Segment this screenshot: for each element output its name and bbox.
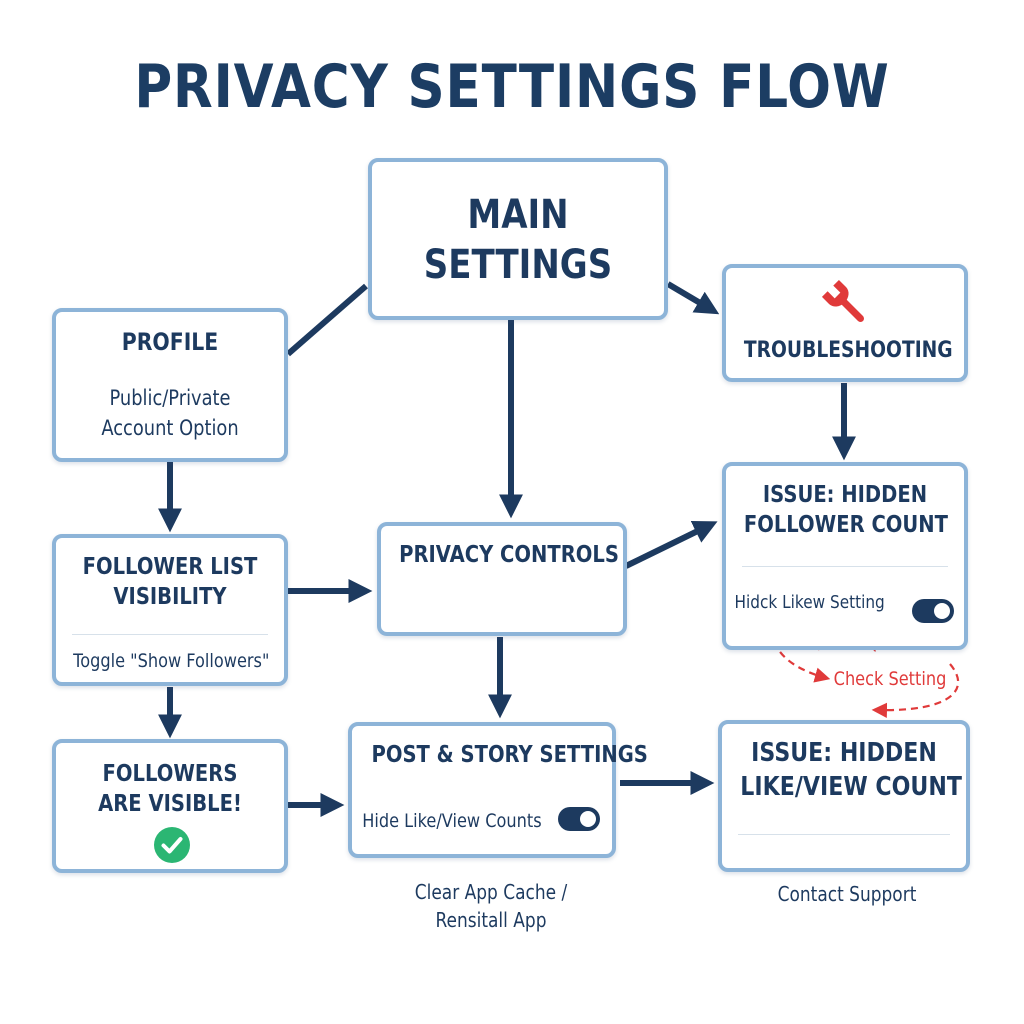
hidden-likes-setting-label: Hidck Likew Setting xyxy=(734,592,885,613)
node-issue-hidden-follower-count[interactable]: ISSUE: HIDDEN FOLLOWER COUNT Hidck Likew… xyxy=(722,462,968,650)
node-issue-hidden-like-view-count[interactable]: ISSUE: HIDDEN LIKE/VIEW COUNT xyxy=(718,720,970,872)
node-main-settings[interactable]: MAIN SETTINGS xyxy=(368,158,668,320)
profile-line2: Account Option xyxy=(101,416,239,440)
issue-like-divider xyxy=(738,834,950,835)
profile-line1: Public/Private xyxy=(109,386,231,410)
arrow-main-to-troubleshooting xyxy=(666,281,720,315)
followers-visible-line2: ARE VISIBLE! xyxy=(98,791,242,817)
arrow-privacy-controls-to-issue xyxy=(624,521,718,569)
toggle-show-followers-label: Toggle "Show Followers" xyxy=(73,650,270,672)
issue-like-line2: LIKE/VIEW COUNT xyxy=(740,772,962,802)
follower-list-line1: FOLLOWER LIST xyxy=(82,554,258,580)
follower-list-line2: VISIBILITY xyxy=(113,584,227,610)
main-settings-line1: MAIN xyxy=(467,192,569,238)
hidden-likes-toggle[interactable] xyxy=(912,599,954,623)
hide-like-view-counts-toggle[interactable] xyxy=(558,807,600,831)
main-settings-line2: SETTINGS xyxy=(423,242,613,288)
contact-support-label: Contact Support xyxy=(777,882,917,906)
connector-main-to-profile xyxy=(286,283,368,357)
clear-cache-label-line1: Clear App Cache / xyxy=(414,880,568,904)
check-icon xyxy=(154,827,190,863)
clear-cache-label-line2: Rensitall App xyxy=(435,908,547,932)
node-privacy-controls[interactable]: PRIVACY CONTROLS xyxy=(377,522,627,636)
node-followers-visible[interactable]: FOLLOWERS ARE VISIBLE! xyxy=(52,739,288,873)
privacy-controls-title: PRIVACY CONTROLS xyxy=(399,542,619,568)
check-setting-label: Check Setting xyxy=(833,668,947,690)
profile-title: PROFILE xyxy=(121,328,219,356)
dashed-arrow-to-check-setting xyxy=(769,617,831,683)
hide-like-view-counts-label: Hide Like/View Counts xyxy=(362,810,542,832)
page-title: PRIVACY SETTINGS FLOW xyxy=(134,52,890,122)
issue-like-line1: ISSUE: HIDDEN xyxy=(751,738,937,768)
wrench-icon xyxy=(820,278,872,330)
toggle-knob xyxy=(580,811,596,827)
post-story-title: POST & STORY SETTINGS xyxy=(371,742,648,768)
node-troubleshooting[interactable]: TROUBLESHOOTING xyxy=(722,264,968,382)
troubleshooting-title: TROUBLESHOOTING xyxy=(743,338,953,363)
follower-list-divider xyxy=(72,634,268,635)
node-profile[interactable]: PROFILE Public/Private Account Option xyxy=(52,308,288,462)
issue-follower-line1: ISSUE: HIDDEN xyxy=(762,482,928,508)
node-follower-list-visibility[interactable]: FOLLOWER LIST VISIBILITY Toggle "Show Fo… xyxy=(52,534,288,686)
issue-follower-line2: FOLLOWER COUNT xyxy=(743,512,948,538)
dashed-arrow-to-issue-like xyxy=(871,663,960,718)
followers-visible-line1: FOLLOWERS xyxy=(102,761,238,787)
toggle-knob xyxy=(934,603,950,619)
node-post-story-settings[interactable]: POST & STORY SETTINGS Hide Like/View Cou… xyxy=(348,722,648,858)
issue-follower-divider xyxy=(742,566,948,567)
